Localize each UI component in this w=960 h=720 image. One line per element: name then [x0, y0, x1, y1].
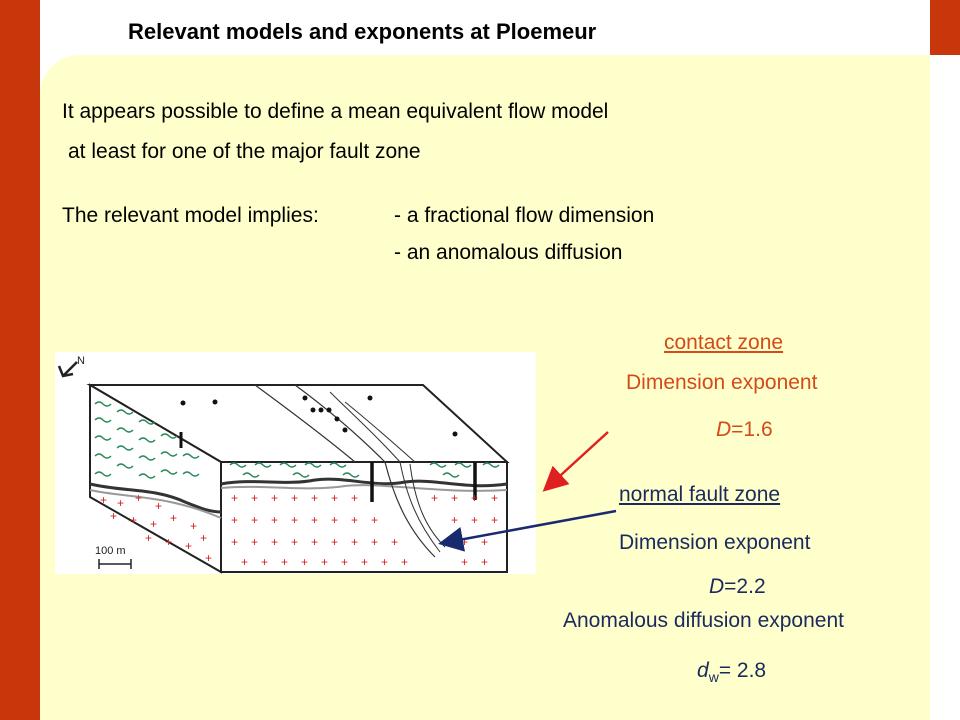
svg-text:+: +	[401, 555, 408, 569]
svg-text:+: +	[331, 513, 338, 527]
north-label: N	[77, 355, 85, 367]
svg-text:+: +	[251, 535, 258, 549]
rounded-corner	[40, 55, 80, 95]
svg-text:+: +	[481, 535, 488, 549]
left-accent-bar	[0, 0, 40, 720]
svg-text:+: +	[135, 491, 142, 505]
intro-line-2: at least for one of the major fault zone	[68, 140, 421, 163]
svg-text:+: +	[190, 519, 197, 533]
contact-zone-heading: contact zone	[664, 331, 784, 354]
svg-text:+: +	[185, 539, 192, 553]
svg-text:+: +	[351, 535, 358, 549]
svg-text:+: +	[311, 513, 318, 527]
svg-text:+: +	[291, 513, 298, 527]
svg-text:+: +	[461, 555, 468, 569]
svg-text:+: +	[251, 491, 258, 505]
scale-bar: 100 m	[95, 545, 132, 569]
contact-zone-label: Dimension exponent	[626, 371, 818, 394]
svg-text:+: +	[281, 555, 288, 569]
svg-text:+: +	[155, 499, 162, 513]
svg-text:+: +	[451, 491, 458, 505]
svg-text:+: +	[481, 555, 488, 569]
top-right-accent	[930, 0, 960, 55]
diffusion-value: dw= 2.8	[697, 659, 767, 686]
svg-text:+: +	[271, 535, 278, 549]
svg-text:+: +	[241, 555, 248, 569]
svg-text:+: +	[471, 491, 478, 505]
north-arrow-icon: N	[57, 355, 85, 378]
fault-zone-heading: normal fault zone	[619, 483, 781, 506]
contact-zone-value: D=1.6	[716, 418, 773, 441]
svg-text:+: +	[341, 555, 348, 569]
svg-text:+: +	[301, 555, 308, 569]
svg-text:+: +	[431, 491, 438, 505]
diffusion-label: Anomalous diffusion exponent	[563, 609, 844, 632]
svg-text:+: +	[165, 535, 172, 549]
svg-text:+: +	[291, 535, 298, 549]
svg-text:+: +	[371, 535, 378, 549]
right-margin	[930, 55, 960, 720]
fault-zone-label: Dimension exponent	[619, 531, 811, 554]
model-item-2: - an anomalous diffusion	[394, 241, 623, 264]
svg-text:+: +	[491, 491, 498, 505]
svg-text:+: +	[471, 513, 478, 527]
svg-text:+: +	[110, 509, 117, 523]
svg-text:+: +	[117, 496, 124, 510]
model-lead: The relevant model implies:	[62, 204, 319, 227]
svg-text:+: +	[271, 491, 278, 505]
svg-text:+: +	[391, 535, 398, 549]
svg-text:+: +	[311, 535, 318, 549]
svg-text:+: +	[461, 535, 468, 549]
svg-text:+: +	[145, 531, 152, 545]
svg-text:+: +	[150, 517, 157, 531]
svg-text:+: +	[331, 535, 338, 549]
intro-line-1: It appears possible to define a mean equ…	[62, 100, 609, 123]
svg-text:+: +	[321, 555, 328, 569]
contact-zone-arrow	[542, 431, 609, 492]
title-band	[40, 0, 930, 55]
svg-text:+: +	[231, 535, 238, 549]
fault-zone-value: D=2.2	[709, 575, 766, 598]
svg-text:+: +	[205, 551, 212, 565]
svg-text:+: +	[251, 513, 258, 527]
svg-text:+: +	[100, 493, 107, 507]
svg-text:+: +	[231, 513, 238, 527]
svg-text:+: +	[381, 555, 388, 569]
svg-text:+: +	[291, 491, 298, 505]
scale-label: 100 m	[95, 545, 126, 557]
svg-text:+: +	[331, 491, 338, 505]
svg-text:+: +	[371, 513, 378, 527]
svg-text:+: +	[351, 513, 358, 527]
svg-text:+: +	[231, 491, 238, 505]
fault-block-diagram: N	[55, 352, 536, 574]
svg-text:+: +	[170, 511, 177, 525]
svg-text:+: +	[451, 513, 458, 527]
svg-text:+: +	[311, 491, 318, 505]
slide-title: Relevant models and exponents at Ploemeu…	[128, 19, 597, 44]
svg-text:+: +	[361, 555, 368, 569]
svg-text:+: +	[351, 491, 358, 505]
svg-text:+: +	[491, 513, 498, 527]
svg-text:+: +	[130, 513, 137, 527]
model-item-1: - a fractional flow dimension	[394, 204, 655, 227]
svg-text:+: +	[261, 555, 268, 569]
svg-text:+: +	[200, 531, 207, 545]
svg-text:+: +	[271, 513, 278, 527]
